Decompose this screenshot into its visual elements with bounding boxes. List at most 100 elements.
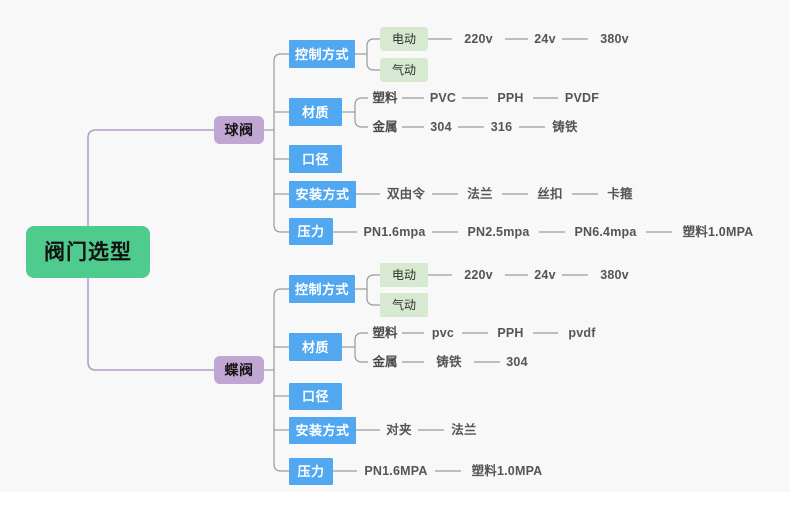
sub-qiufa-jinshu[interactable]: 金属: [368, 119, 402, 135]
sub-qiufa-suliao[interactable]: 塑料: [368, 90, 402, 106]
leaf-label: 塑料1.0MPA: [471, 463, 543, 478]
topic-label: 控制方式: [294, 281, 349, 297]
leaf-qiufa-jinshu-304[interactable]: 304: [424, 119, 458, 135]
leaf-qiufa-yali-pn16mpa[interactable]: PN1.6mpa: [357, 224, 432, 240]
topic-label: 安装方式: [295, 187, 350, 202]
topic-diefa-anzhuangfangshi[interactable]: 安装方式: [289, 417, 356, 444]
sub-label: 电动: [391, 268, 416, 282]
branch-node-diefa[interactable]: 蝶阀: [214, 356, 264, 384]
branch-node-qiufa-label: 球阀: [224, 122, 254, 138]
sub-diefa-jinshu[interactable]: 金属: [368, 354, 402, 370]
topic-qiufa-kongzhifangshi[interactable]: 控制方式: [289, 40, 355, 68]
leaf-label: PN6.4mpa: [574, 224, 637, 239]
topic-qiufa-caizhi[interactable]: 材质: [289, 98, 342, 126]
leaf-label: 法兰: [467, 186, 493, 201]
leaf-diefa-yali-suliao10mpa[interactable]: 塑料1.0MPA: [461, 463, 553, 479]
leaf-label: 卡箍: [607, 186, 633, 201]
leaf-diefa-jinshu-zhutie[interactable]: 铸铁: [424, 354, 474, 370]
leaf-label: 316: [490, 119, 513, 134]
leaf-diefa-suliao-pph[interactable]: PPH: [488, 325, 533, 341]
sub-qiufa-diandong[interactable]: 电动: [380, 27, 428, 51]
leaf-qiufa-azfs-kagu[interactable]: 卡箍: [598, 186, 642, 202]
leaf-label: 24v: [534, 31, 556, 46]
topic-diefa-yali[interactable]: 压力: [289, 458, 333, 485]
leaf-diefa-diandong-24v[interactable]: 24v: [528, 267, 562, 283]
topic-label: 控制方式: [294, 46, 349, 62]
leaf-qiufa-suliao-pph[interactable]: PPH: [488, 90, 533, 106]
leaf-label: 塑料1.0MPA: [682, 224, 754, 239]
leaf-label: 丝扣: [537, 186, 563, 201]
leaf-qiufa-jinshu-316[interactable]: 316: [484, 119, 519, 135]
leaf-diefa-diandong-220v[interactable]: 220v: [452, 267, 505, 283]
leaf-label: PN2.5mpa: [467, 224, 530, 239]
leaf-qiufa-suliao-pvc[interactable]: PVC: [424, 90, 462, 106]
link-diefa-to-yali: [273, 463, 289, 472]
topic-label: 压力: [297, 224, 325, 239]
sub-label: 气动: [391, 298, 416, 312]
link-qiufa-to-kongzhifangshi: [273, 53, 289, 62]
leaf-label: 304: [506, 354, 528, 369]
sub-label: 金属: [372, 119, 398, 134]
sub-label: 金属: [372, 354, 398, 369]
leaf-label: PN1.6mpa: [363, 224, 426, 239]
topic-label: 材质: [301, 339, 329, 355]
leaf-qiufa-yali-pn64mpa[interactable]: PN6.4mpa: [565, 224, 646, 240]
topic-label: 压力: [297, 464, 325, 479]
topic-diefa-caizhi[interactable]: 材质: [289, 333, 342, 361]
leaf-diefa-yali-pn16mpa[interactable]: PN1.6MPA: [357, 463, 435, 479]
leaf-label: pvc: [431, 325, 455, 340]
link-kzfs1-to-qidong: [366, 62, 380, 71]
leaf-label: PVC: [429, 90, 457, 105]
leaf-diefa-jinshu-304[interactable]: 304: [500, 354, 534, 370]
leaf-qiufa-diandong-220v[interactable]: 220v: [452, 31, 505, 47]
leaf-qiufa-diandong-380v[interactable]: 380v: [588, 31, 641, 47]
leaf-label: 铸铁: [552, 119, 578, 134]
leaf-qiufa-azfs-shuangyouling[interactable]: 双由令: [380, 186, 432, 202]
leaf-diefa-suliao-pvdf[interactable]: pvdf: [558, 325, 606, 341]
link-kzfs1-to-diandong: [366, 38, 380, 47]
leaf-label: 铸铁: [436, 354, 462, 369]
topic-qiufa-yali[interactable]: 压力: [289, 218, 333, 245]
topic-qiufa-anzhuangfangshi[interactable]: 安装方式: [289, 181, 356, 208]
leaf-qiufa-azfs-falan[interactable]: 法兰: [458, 186, 502, 202]
link-kzfs2-to-qidong: [366, 297, 380, 306]
leaf-qiufa-yali-suliao10mpa[interactable]: 塑料1.0MPA: [672, 224, 764, 240]
sub-diefa-qidong[interactable]: 气动: [380, 293, 428, 317]
leaf-diefa-azfs-falan[interactable]: 法兰: [444, 422, 484, 438]
leaf-qiufa-suliao-pvdf[interactable]: PVDF: [558, 90, 606, 106]
topic-label: 安装方式: [295, 423, 350, 438]
leaf-qiufa-jinshu-zhutie[interactable]: 铸铁: [545, 119, 585, 135]
leaf-diefa-azfs-duijia[interactable]: 对夹: [380, 422, 418, 438]
topic-label: 口径: [301, 389, 329, 404]
leaf-label: pvdf: [568, 325, 596, 340]
mindmap-canvas: 阀门选型 球阀 控制方式 电动 气动 220v 24v 380v 材质 塑料 金…: [26, 27, 764, 485]
root-node[interactable]: 阀门选型: [26, 226, 150, 278]
sub-qiufa-qidong[interactable]: 气动: [380, 58, 428, 82]
branch-node-qiufa[interactable]: 球阀: [214, 116, 264, 144]
leaf-qiufa-diandong-24v[interactable]: 24v: [528, 31, 562, 47]
leaf-label: PPH: [497, 325, 524, 340]
link-qiufa-to-yali: [273, 224, 289, 233]
leaf-qiufa-azfs-sikou[interactable]: 丝扣: [528, 186, 572, 202]
leaf-label: 380v: [600, 31, 629, 46]
leaf-label: 220v: [464, 267, 493, 282]
sub-label: 塑料: [372, 90, 398, 105]
leaf-label: 对夹: [386, 422, 412, 437]
link-caizhi1-to-jinshu: [354, 119, 368, 128]
topic-diefa-kongzhifangshi[interactable]: 控制方式: [289, 275, 355, 303]
leaf-qiufa-yali-pn25mpa[interactable]: PN2.5mpa: [458, 224, 539, 240]
sub-label: 塑料: [372, 325, 398, 340]
leaf-diefa-suliao-pvc[interactable]: pvc: [424, 325, 462, 341]
link-caizhi2-to-suliao: [354, 332, 368, 341]
topic-diefa-koujing[interactable]: 口径: [289, 383, 342, 410]
sub-label: 气动: [391, 63, 416, 77]
link-caizhi1-to-suliao: [354, 97, 368, 106]
leaf-label: 304: [430, 119, 452, 134]
leaf-diefa-diandong-380v[interactable]: 380v: [588, 267, 641, 283]
leaf-label: PN1.6MPA: [364, 463, 428, 478]
sub-diefa-suliao[interactable]: 塑料: [368, 325, 402, 341]
topic-qiufa-koujing[interactable]: 口径: [289, 145, 342, 173]
leaf-label: 24v: [534, 267, 556, 282]
sub-diefa-diandong[interactable]: 电动: [380, 263, 428, 287]
link-diefa-to-kongzhifangshi: [273, 288, 289, 297]
